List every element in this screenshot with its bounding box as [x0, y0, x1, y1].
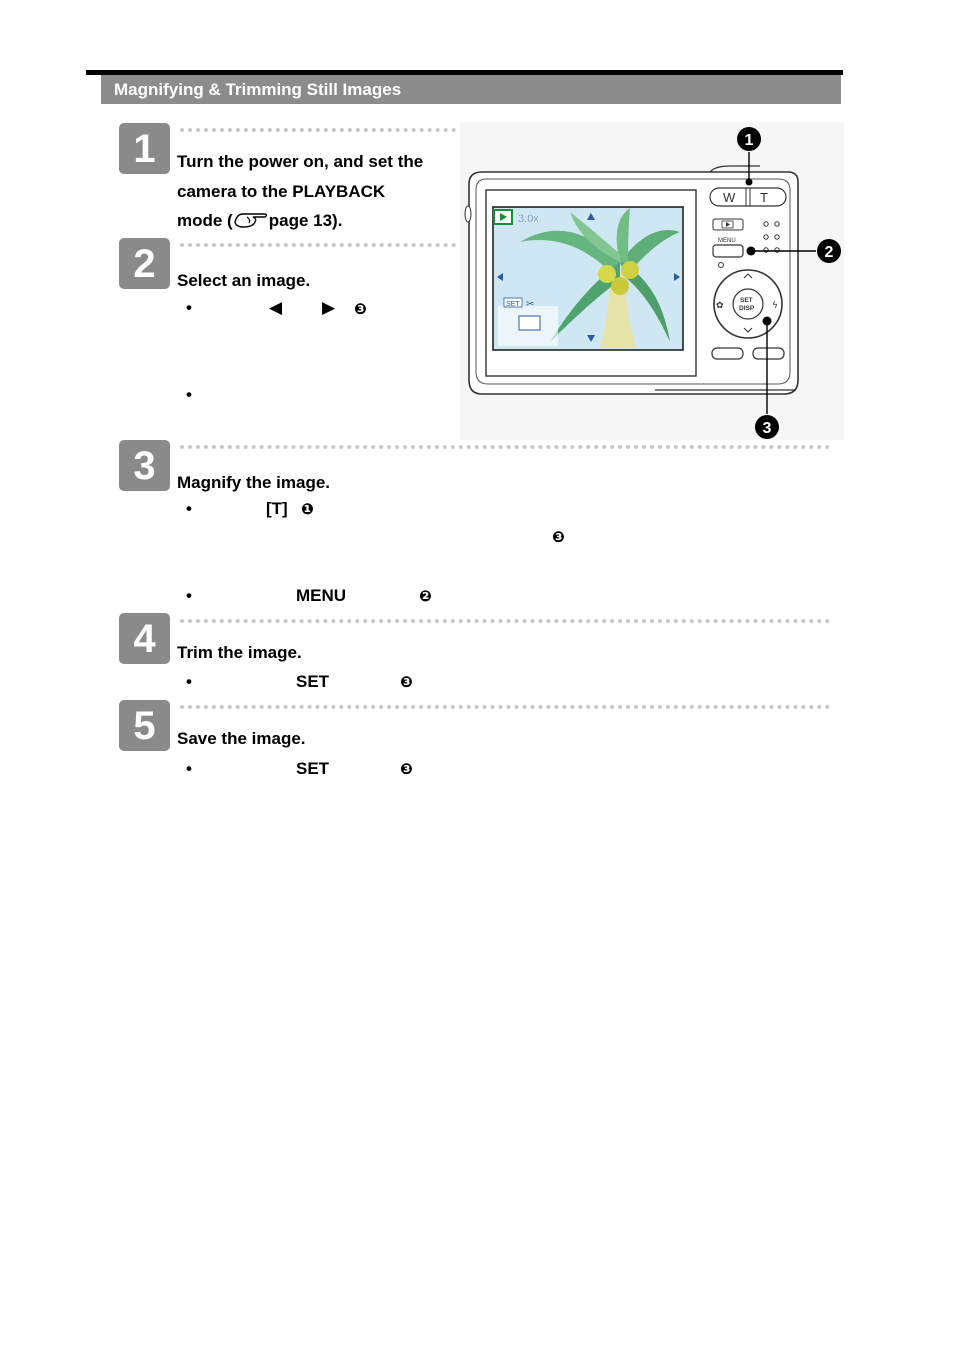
callout-3-icon: ❸	[354, 301, 367, 318]
w-button-label: W	[723, 190, 736, 205]
step-1-heading: Turn the power on, and set the camera to…	[177, 147, 423, 236]
callout-3-icon: ❸	[552, 529, 565, 546]
callout-2-icon: ❷	[419, 588, 432, 605]
divider-step-4	[180, 619, 830, 623]
step-2-bullet-2: •	[186, 385, 192, 404]
svg-text:2: 2	[825, 244, 834, 261]
step-5-heading: Save the image.	[177, 729, 306, 748]
callout-1-icon: ❶	[301, 501, 314, 518]
step-3-badge: 3	[119, 440, 170, 491]
set-key-label: SET	[296, 759, 330, 778]
step-2-heading: Select an image.	[177, 271, 311, 290]
callout-3-icon: ❸	[400, 761, 413, 778]
step-1-line-1: Turn the power on, and set the	[177, 152, 424, 171]
pointing-hand-icon	[234, 213, 267, 228]
svg-text:✿: ✿	[716, 301, 724, 311]
step-3-bullet-1: •	[186, 499, 192, 518]
svg-text:✂: ✂	[526, 299, 534, 310]
camera-diagram: 3.0x SET ✂ W T MENU SET DISP ✿ ϟ 1 2 3	[460, 122, 844, 440]
t-key-label: [T]	[266, 499, 288, 518]
disp-button-label: DISP	[739, 305, 755, 312]
step-1-line-3: mode (page 13).	[177, 211, 343, 230]
zoom-level-readout: 3.0x	[518, 213, 539, 225]
step-3-heading: Magnify the image.	[177, 473, 331, 492]
step-4-heading: Trim the image.	[177, 643, 302, 662]
t-button-label: T	[760, 190, 768, 205]
step-1-line-2: camera to the PLAYBACK	[177, 181, 386, 201]
menu-button-label: MENU	[718, 238, 736, 244]
svg-text:1: 1	[745, 132, 754, 149]
divider-step-2	[180, 243, 456, 247]
svg-text:ϟ: ϟ	[772, 301, 778, 311]
right-arrow-icon: ▶	[322, 298, 336, 317]
step-1-badge: 1	[119, 123, 170, 174]
set-button-label: SET	[740, 297, 753, 304]
left-arrow-icon: ◀	[269, 298, 283, 317]
divider-step-5	[180, 705, 830, 709]
step-4-badge: 4	[119, 613, 170, 664]
step-2-badge: 2	[119, 238, 170, 289]
step-4-bullet-1: •	[186, 672, 192, 691]
step-2-bullet-1: •	[186, 298, 192, 317]
callout-2-marker	[817, 239, 841, 263]
section-title: Magnifying & Trimming Still Images	[101, 75, 841, 104]
callout-3-marker	[755, 415, 779, 439]
step-5-badge: 5	[119, 700, 170, 751]
set-badge: SET	[506, 301, 520, 308]
header-rule	[86, 70, 843, 75]
step-3-bullet-2: •	[186, 586, 192, 605]
divider-step-3	[180, 445, 830, 449]
palm-tree-image	[520, 208, 680, 348]
callout-1-marker	[737, 127, 761, 151]
step-5-bullet-1: •	[186, 759, 192, 778]
set-key-label: SET	[296, 672, 330, 691]
svg-text:3: 3	[763, 420, 772, 437]
callout-3-icon: ❸	[400, 674, 413, 691]
menu-key-label: MENU	[296, 586, 347, 605]
divider-step-1	[180, 128, 456, 132]
